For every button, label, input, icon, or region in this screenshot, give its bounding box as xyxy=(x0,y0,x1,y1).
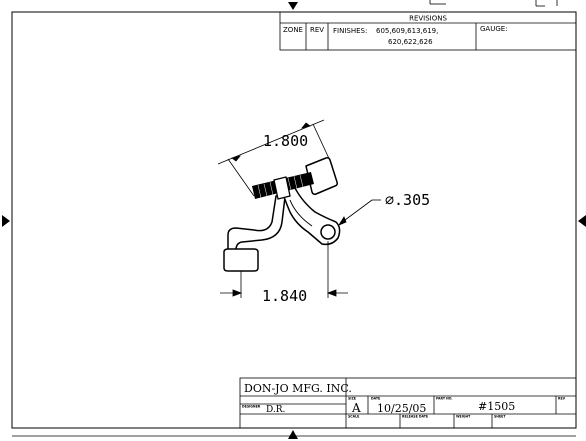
sheet-label: SHEET xyxy=(494,415,506,419)
title-block xyxy=(239,377,577,429)
company-name: DON-JO MFG. INC. xyxy=(244,382,352,395)
revisions-title: REVISIONS xyxy=(409,15,447,23)
holder-arm-inner-line xyxy=(289,199,313,227)
rod-clamp xyxy=(273,176,291,200)
door-holder-part xyxy=(223,157,341,272)
top-stub-lines xyxy=(429,0,558,7)
left-center-marker-icon xyxy=(2,215,10,227)
right-center-marker-icon xyxy=(578,215,586,227)
weight-label: WEIGHT xyxy=(456,415,471,419)
size-value: A xyxy=(351,401,361,415)
date-value: 10/25/05 xyxy=(377,402,426,415)
zone-header: ZONE xyxy=(283,26,303,34)
size-label: SIZE xyxy=(348,397,356,401)
part-number-value: #1505 xyxy=(478,400,515,413)
designer-value: D.R. xyxy=(266,405,286,415)
date-label: DATE xyxy=(371,397,380,401)
upper-length-dimension: 1.800 xyxy=(263,132,308,150)
release-date-label: RELEASE DATE xyxy=(402,415,428,419)
rev-label: REV xyxy=(558,397,566,401)
part-number-label: PART NO. xyxy=(436,397,453,401)
holder-arm xyxy=(227,195,286,256)
scale-label: SCALE xyxy=(348,415,359,419)
rev-header: REV xyxy=(310,26,324,34)
top-center-marker-icon xyxy=(288,2,298,10)
finishes-label: FINISHES: xyxy=(333,27,367,35)
pivot-hole xyxy=(320,224,336,240)
revisions-block xyxy=(279,11,577,51)
lower-length-dimension: 1.840 xyxy=(262,287,307,305)
hole-diameter-dimension: ∅.305 xyxy=(385,191,430,209)
rubber-tip xyxy=(223,248,259,272)
gauge-label: GAUGE: xyxy=(480,25,508,33)
sheet-border xyxy=(11,11,577,429)
lower-dimension xyxy=(220,241,348,298)
hole-diameter-leader xyxy=(337,199,381,226)
finishes-line-1: 605,609,613,619, xyxy=(376,27,438,35)
designer-label: DESIGNER xyxy=(242,405,261,409)
finishes-line-2: 620,622,626 xyxy=(388,38,433,46)
bottom-center-marker-icon xyxy=(288,430,298,439)
upper-dimension xyxy=(217,119,333,197)
